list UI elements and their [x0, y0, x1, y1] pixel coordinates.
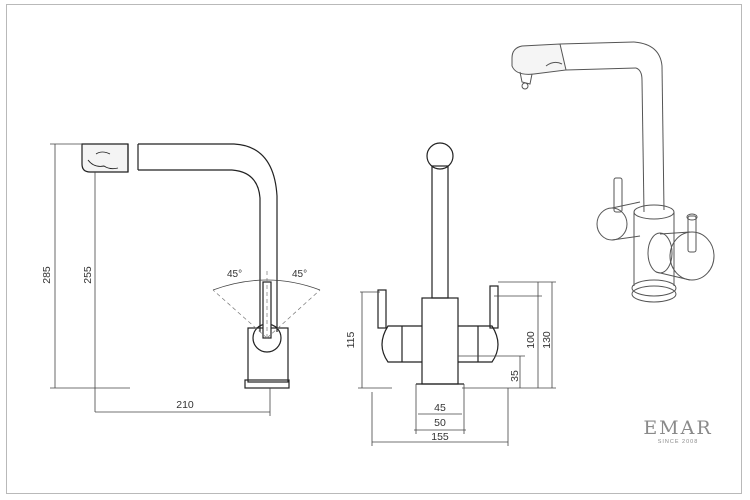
dim-front-body-width-a: 45	[434, 402, 446, 414]
drawing-frame	[6, 4, 742, 494]
front-view-dimension-lines	[358, 281, 556, 446]
angle-label-left: 45°	[227, 269, 242, 280]
dim-side-reach: 210	[176, 399, 194, 411]
brand-name: EMAR	[643, 417, 713, 439]
dim-front-total-height: 130	[541, 331, 553, 349]
dim-side-total-height: 285	[41, 266, 53, 284]
dim-front-body-height: 35	[509, 370, 521, 382]
dim-front-total-width: 155	[431, 431, 449, 443]
rotation-angle-indicator	[212, 270, 321, 339]
dim-front-lever-height: 115	[345, 331, 357, 348]
side-view-faucet	[81, 143, 290, 389]
dim-side-spout-height: 255	[82, 266, 94, 284]
front-view-faucet	[377, 142, 499, 385]
angle-label-right: 45°	[292, 269, 307, 280]
dim-front-body-width-b: 50	[434, 417, 446, 429]
brand-logo: EMAR SINCE 2008	[637, 418, 719, 446]
brand-tagline: SINCE 2008	[657, 439, 699, 445]
side-view-dimension-lines	[50, 143, 271, 416]
perspective-view-faucet	[511, 41, 715, 303]
dim-front-handle-height: 100	[525, 331, 537, 349]
